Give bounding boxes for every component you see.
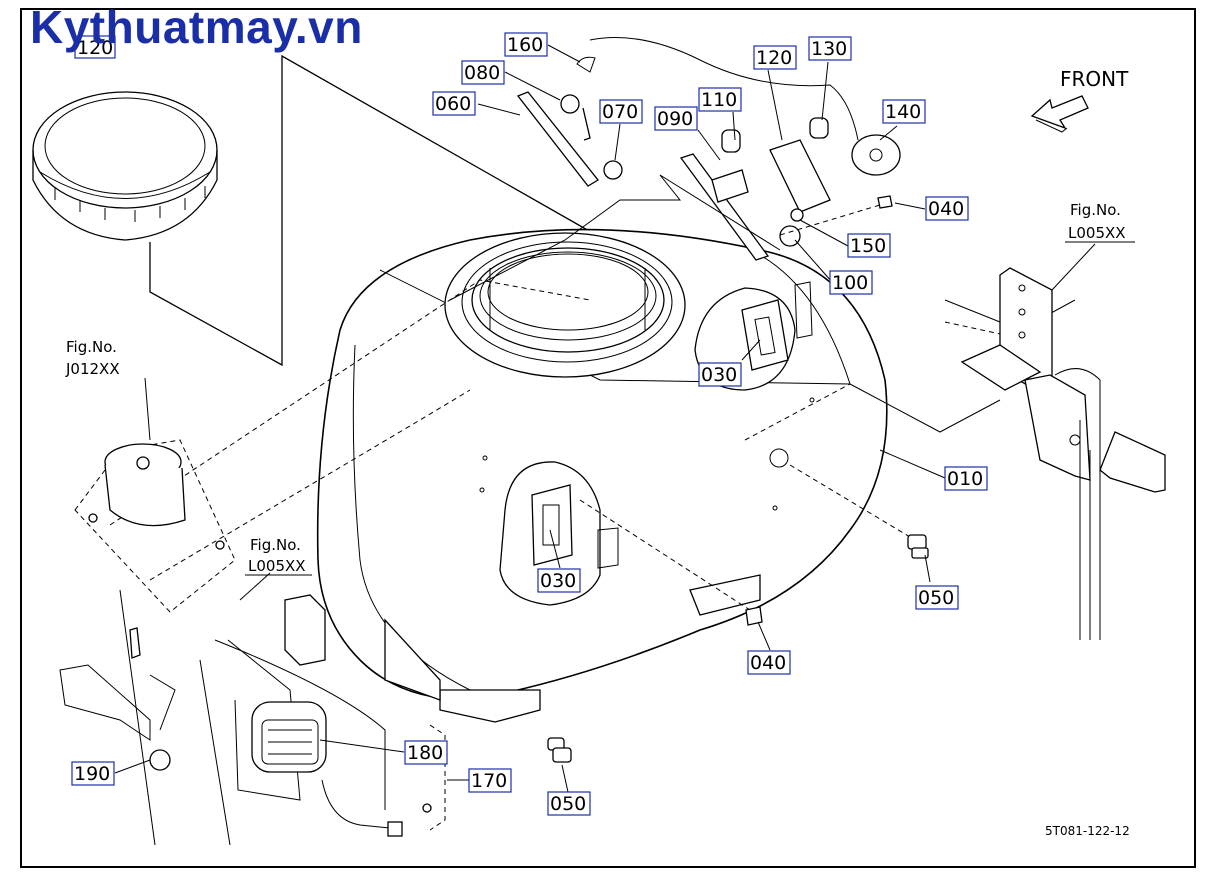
part-label-140: 140 [882,99,926,124]
svg-text:060: 060 [435,93,471,115]
part-label-070: 070 [599,99,643,124]
site-watermark: Kythuatmay.vn [30,1,363,53]
assembly-line-3 [579,499,751,611]
part-label-050-bottom: 050 [547,791,591,816]
drawing-frame [20,8,1196,868]
svg-text:120: 120 [77,37,113,59]
part-label-160: 160 [504,32,548,57]
part-label-120-top: 120 [74,35,116,59]
svg-text:160: 160 [507,34,543,56]
part-label-100: 100 [829,270,873,295]
svg-text:030: 030 [540,570,576,592]
right-frame-bracket [944,267,1166,640]
svg-text:080: 080 [464,62,500,84]
svg-text:130: 130 [811,38,847,60]
svg-text:Fig.No.: Fig.No. [1070,201,1121,219]
part-label-170: 170 [468,768,512,793]
part-label-010: 010 [944,466,988,491]
svg-text:070: 070 [602,101,638,123]
bracket-parts-top [516,37,901,261]
part-label-110: 110 [698,87,742,112]
svg-text:030: 030 [701,364,737,386]
part-label-060: 060 [432,91,476,116]
svg-text:100: 100 [832,272,868,294]
front-arrow-icon [1030,95,1089,133]
part-label-030-front: 030 [537,568,581,593]
part-label-080: 080 [461,60,505,85]
svg-text:040: 040 [750,652,786,674]
assembly-line-8 [744,383,851,441]
svg-text:170: 170 [471,770,507,792]
part-label-040-top: 040 [925,196,969,221]
svg-text:050: 050 [918,587,954,609]
svg-text:120: 120 [756,47,792,69]
tank-cap [32,91,218,241]
assembly-line-7 [849,383,1001,433]
part-label-180: 180 [404,740,448,765]
svg-text:090: 090 [657,108,693,130]
part-label-120: 120 [753,45,797,70]
front-label: FRONT [1060,67,1129,91]
assembly-line-4 [789,464,916,541]
part-label-150: 150 [847,233,891,258]
fig-ref-j012: Fig.No. J012XX [65,338,120,378]
drawing-code: 5T081-122-12 [1045,824,1130,838]
part-label-050-right: 050 [915,585,959,610]
part-label-030-top: 030 [698,362,742,387]
svg-text:Fig.No.: Fig.No. [66,338,117,356]
sub-assembly-j012 [74,439,236,613]
fig-ref-l005-left: Fig.No. L005XX [245,536,312,576]
svg-text:180: 180 [407,742,443,764]
part-label-190: 190 [71,761,115,786]
svg-text:010: 010 [947,468,983,490]
cap-leader [149,54,606,367]
svg-text:L005XX: L005XX [248,557,306,575]
svg-text:J012XX: J012XX [65,360,120,378]
svg-text:110: 110 [701,89,737,111]
assembly-line-6 [449,174,781,301]
bolts [547,534,929,763]
svg-text:050: 050 [550,793,586,815]
svg-text:Fig.No.: Fig.No. [250,536,301,554]
svg-text:L005XX: L005XX [1068,224,1126,242]
part-label-040-bottom: 040 [747,650,791,675]
part-label-130: 130 [808,36,852,61]
work-light-assembly [59,589,446,846]
svg-text:150: 150 [850,235,886,257]
svg-text:190: 190 [74,763,110,785]
svg-text:040: 040 [928,198,964,220]
fig-ref-l005-right: Fig.No. L005XX [1065,201,1135,243]
label-leaders [114,44,1096,793]
assembly-line-2 [149,389,471,581]
part-label-090: 090 [654,106,698,131]
svg-text:140: 140 [885,101,921,123]
assembly-line-1 [109,279,591,526]
